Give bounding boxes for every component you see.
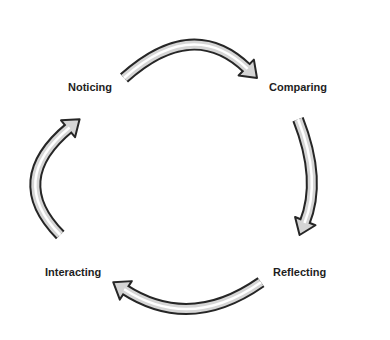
stage-label: Noticing: [64, 78, 116, 97]
arrow-highlight: [35, 127, 69, 235]
arrow-highlight: [124, 45, 248, 78]
stage-label: Interacting: [41, 263, 105, 282]
arrow-highlight: [298, 119, 312, 223]
cycle-arrow: [113, 281, 261, 309]
stage-name: Noticing: [68, 81, 112, 94]
cycle-arrow: [124, 45, 257, 78]
arrow-outline: [35, 127, 69, 235]
stage-name: Reflecting: [273, 266, 326, 279]
cycle-arrow: [35, 119, 79, 235]
arrow-outline: [124, 282, 261, 309]
arrow-outline: [124, 45, 248, 78]
arrow-outline: [298, 119, 312, 223]
arrow-body: [124, 45, 248, 78]
stage-name: Comparing: [269, 81, 327, 94]
cycle-arrow: [295, 119, 315, 235]
arrow-body: [124, 282, 261, 309]
arrow-body: [35, 127, 69, 235]
arrow-body: [298, 119, 312, 223]
arrow-highlight: [124, 282, 261, 309]
stage-label: Reflecting: [269, 263, 330, 282]
stage-label: Comparing: [265, 78, 331, 97]
stage-name: Interacting: [45, 266, 101, 279]
